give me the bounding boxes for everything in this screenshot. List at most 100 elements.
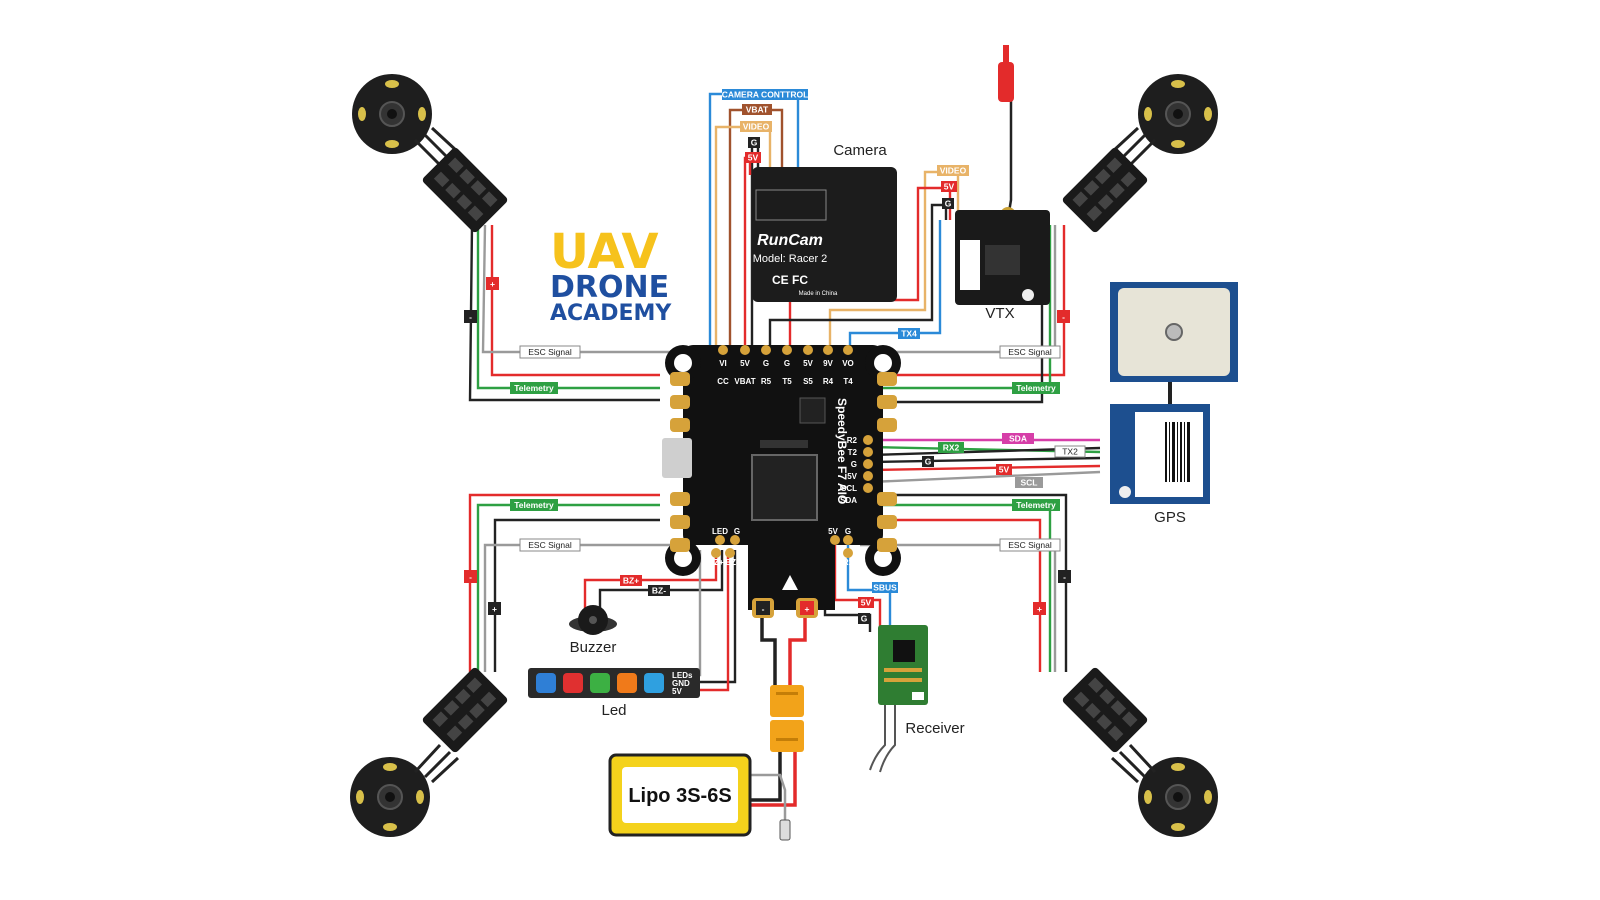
bl-plus-label: + [492, 604, 497, 614]
fc-pad-top-5: 9V [823, 359, 833, 368]
tag-g-rx: G [861, 614, 868, 624]
telemetry-tl: Telemetry [514, 383, 554, 393]
led-pin-1: GND [672, 679, 690, 688]
wire-vtx-5v [788, 186, 952, 345]
fc-pad-right-0: R2 [847, 436, 858, 445]
tag-5v-gps: 5V [999, 465, 1010, 475]
gps-module: GPS [1110, 282, 1238, 526]
wire-tl-black [468, 224, 660, 402]
uav-drone-academy-logo: UAV DRONE ACADEMY [550, 224, 672, 326]
wire-bat-lead-neg [745, 745, 782, 802]
tag-5v-rx: 5V [861, 598, 872, 608]
telemetry-bl: Telemetry [514, 500, 554, 510]
esc-signal-bl: ESC Signal [528, 540, 572, 550]
wire-br-black [880, 493, 1068, 672]
esc-bottom-right [1062, 667, 1148, 753]
logo-line2: DRONE [550, 270, 669, 305]
logo-line3: ACADEMY [550, 301, 672, 326]
fc-pad-top-2: G [763, 359, 769, 368]
led-cell-2 [590, 673, 610, 693]
tag-tx2: TX2 [1062, 447, 1078, 457]
tag-sda: SDA [1009, 434, 1027, 444]
wire-vtx-video [828, 170, 960, 345]
wire-led-gnd [690, 550, 737, 684]
tag-vbat: VBAT [746, 105, 769, 115]
tag-bz-minus: BZ- [652, 586, 666, 596]
fc-pad-bottom-4: 5V [828, 527, 838, 536]
esc-top-right [1062, 147, 1148, 233]
buzzer-wire-tags: BZ+ BZ- [620, 575, 670, 596]
gps-wire-tags: SDA RX2 TX2 G 5V SCL [922, 433, 1086, 488]
fc-pad-bottom-0: LED [712, 527, 728, 536]
xt60-connector [770, 685, 804, 752]
fc-mcu [751, 454, 818, 521]
tag-g-cam: G [751, 138, 758, 148]
fc-board-name: SpeedyBee F7 AIO [835, 398, 849, 504]
wire-bl-gray [483, 543, 680, 672]
receiver-wire-tags: SBUS 5V G [858, 582, 898, 624]
wire-bl-red [468, 493, 660, 672]
camera-cert: CE FC [772, 273, 808, 287]
receiver: Receiver [878, 625, 965, 737]
esc-top-left [422, 147, 508, 233]
telemetry-br: Telemetry [1016, 500, 1056, 510]
fc-pad-bottom-2: BZ+ [708, 558, 724, 567]
camera-model: Model: Racer 2 [753, 253, 828, 265]
fc-usb-port [662, 438, 692, 478]
wire-tl-gray [481, 224, 680, 354]
camera-label: Camera [833, 142, 887, 159]
esc-polarity-markers: + - + - - + - + [464, 277, 1071, 615]
wire-gps-scl [869, 470, 1101, 484]
signal-tags: ESC Signal ESC Signal ESC Signal ESC Sig… [510, 345, 1061, 552]
wire-bat-pos [788, 610, 807, 690]
wire-bl-black [493, 518, 660, 672]
vtx-wire-tags: VIDEO 5V G TX4 [898, 165, 969, 339]
flight-controller: VI 5V G G 5V 9V VO CC VBAT R5 T5 S5 R4 T… [662, 345, 901, 618]
fc-arrow-icon [782, 575, 798, 590]
vtx-label: VTX [985, 305, 1014, 322]
tag-tx4: TX4 [901, 329, 917, 339]
tag-scl: SCL [1021, 478, 1038, 488]
led-cell-1 [563, 673, 583, 693]
led-strip: LEDs GND 5V Led [528, 668, 700, 719]
led-cell-4 [644, 673, 664, 693]
led-cell-3 [617, 673, 637, 693]
vtx-antenna-cable [1006, 100, 1013, 219]
led-cell-0 [536, 673, 556, 693]
tl-plus-label: + [490, 279, 495, 289]
esc-signal-tl: ESC Signal [528, 347, 572, 357]
wire-bz-plus [583, 550, 718, 610]
wire-tr-red [880, 225, 1066, 377]
wire-rx-sbus [846, 545, 892, 632]
fc-pad-row2-6: T4 [843, 377, 853, 386]
gps-label: GPS [1154, 509, 1186, 526]
motor-bottom-right [1138, 757, 1218, 837]
camera: RunCam Model: Racer 2 CE FC Made in Chin… [752, 142, 897, 302]
br-minus-label: - [1063, 572, 1066, 582]
camera-brand: RunCam [757, 232, 823, 249]
tl-minus-label: - [469, 312, 472, 322]
tag-g-gps: G [925, 457, 932, 467]
wire-bl-green [476, 503, 660, 672]
tag-5v-cam: 5V [748, 153, 759, 163]
fc-pad-bottom-3: BZ- [725, 558, 739, 567]
fc-pad-row2-5: R4 [823, 377, 834, 386]
led-cells [536, 673, 664, 693]
tag-camera-control: CAMERA CONTTROL [722, 90, 809, 100]
wire-bat-neg [760, 610, 777, 690]
led-pin-0: LEDs [672, 671, 693, 680]
wire-bat-lead-pos [745, 745, 797, 807]
receiver-antenna-1 [869, 705, 886, 771]
camera-wire-tags: CAMERA CONTTROL VBAT VIDEO G 5V [722, 89, 809, 163]
camera-body [752, 167, 897, 302]
motor-top-left [352, 74, 432, 154]
esc-signal-br: ESC Signal [1008, 540, 1052, 550]
fc-pad-right-4: SCL [841, 484, 857, 493]
fc-power-tab [748, 545, 835, 610]
motor-bottom-left [350, 757, 430, 837]
buzzer-label: Buzzer [570, 639, 617, 656]
wire-tl-green [476, 225, 660, 390]
buzzer: Buzzer [569, 605, 617, 656]
fc-pad-bottom-1: G [734, 527, 740, 536]
